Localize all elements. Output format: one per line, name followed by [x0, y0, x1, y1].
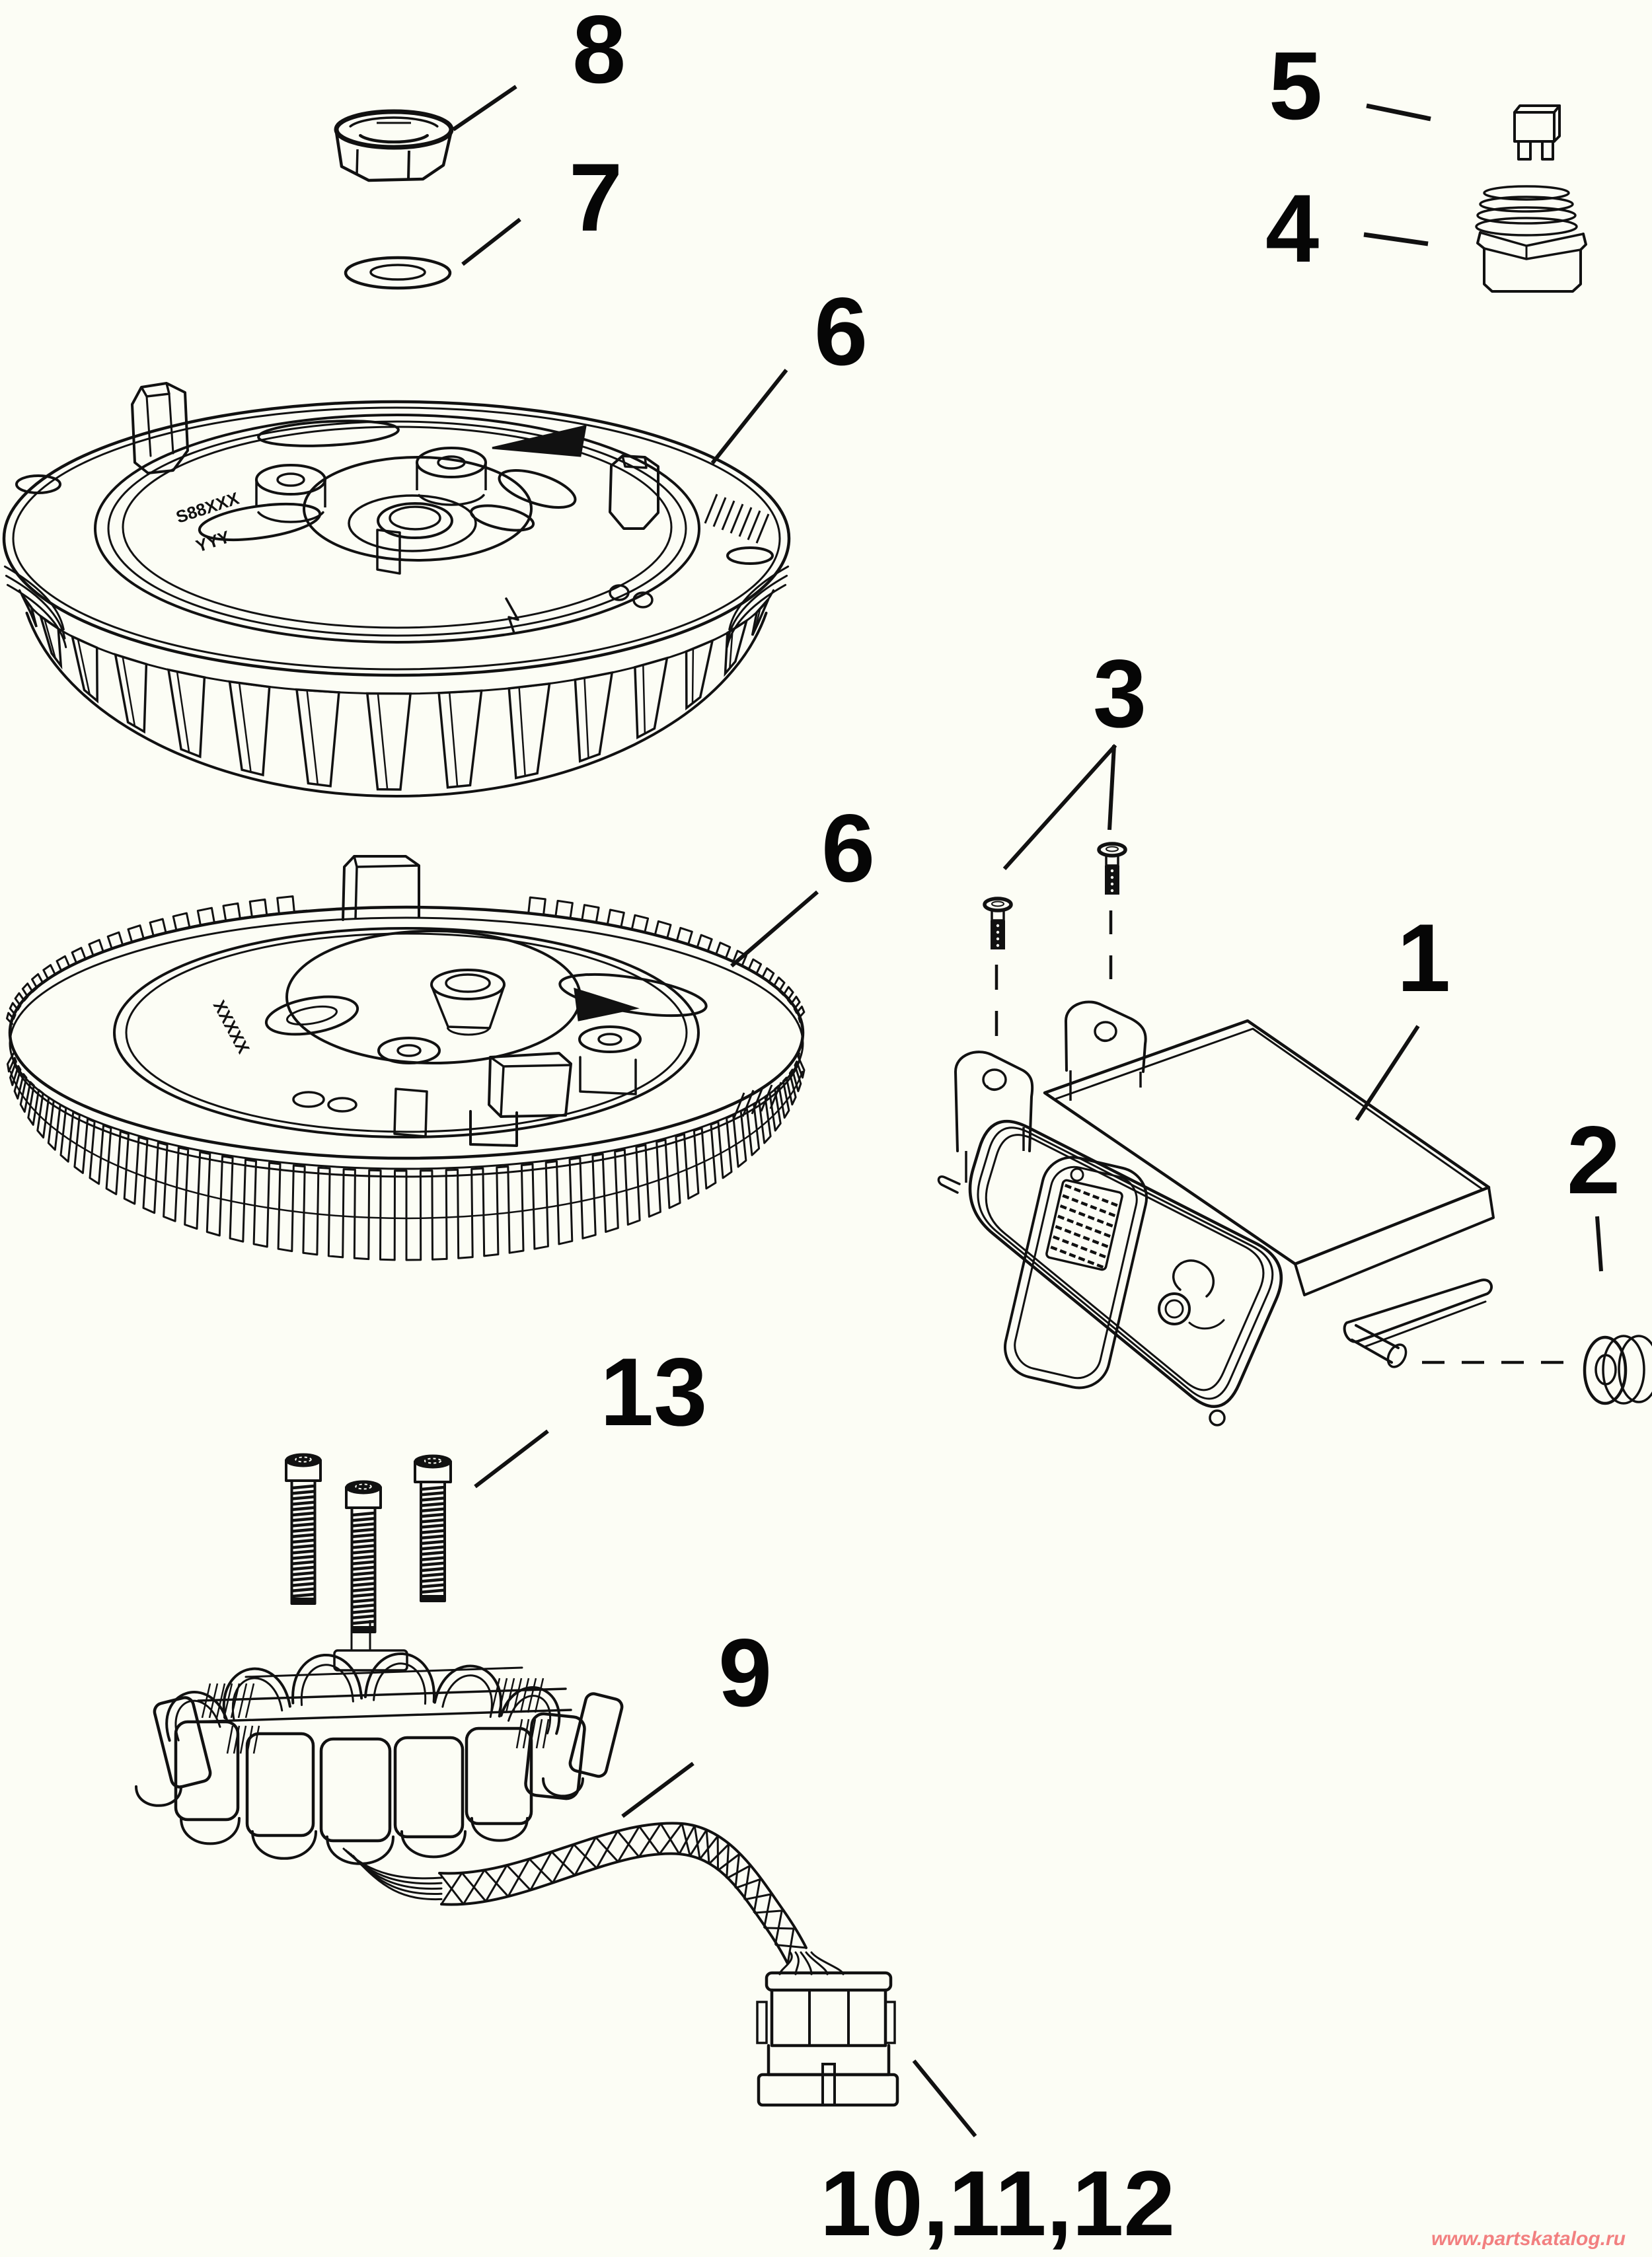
- svg-text:13: 13: [600, 1338, 707, 1446]
- svg-text:4: 4: [1265, 174, 1319, 282]
- svg-text:3: 3: [1093, 640, 1146, 747]
- svg-text:2: 2: [1567, 1106, 1620, 1214]
- svg-text:7: 7: [569, 143, 622, 251]
- svg-text:6: 6: [814, 278, 868, 385]
- svg-text:1: 1: [1397, 904, 1450, 1012]
- svg-text:www.partskatalog.ru: www.partskatalog.ru: [1431, 2228, 1626, 2250]
- svg-text:5: 5: [1269, 32, 1322, 139]
- svg-text:8: 8: [572, 0, 626, 103]
- svg-text:9: 9: [718, 1619, 772, 1726]
- svg-text:6: 6: [821, 794, 875, 902]
- svg-text:10,11,12: 10,11,12: [820, 2151, 1175, 2255]
